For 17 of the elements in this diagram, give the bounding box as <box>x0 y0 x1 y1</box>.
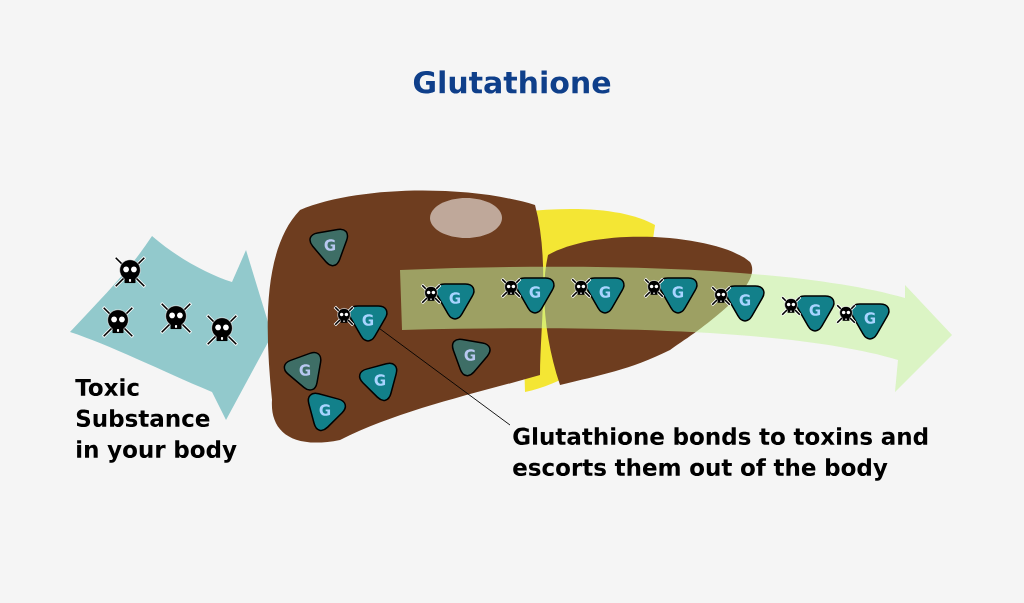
glutathione-blob: G <box>358 362 398 402</box>
glutathione-blob: G <box>309 228 349 267</box>
glutathione-blob: G <box>435 283 475 320</box>
glutathione-blob: G <box>515 277 555 314</box>
glutathione-blob: G <box>451 338 491 377</box>
glutathione-blob: G <box>585 277 625 314</box>
glutathione-blob: G <box>658 277 698 314</box>
leader-line <box>379 328 511 426</box>
glutathione-blob: G <box>348 305 388 342</box>
title: Glutathione <box>413 70 611 94</box>
glutathione-blob: G <box>307 392 347 432</box>
callout-text: Glutathione bonds to toxins and escorts them out of the body <box>513 427 928 481</box>
glutathione-blob: G <box>725 285 765 322</box>
glutathione-blob: G <box>850 303 890 340</box>
glutathione-blob: G <box>795 295 835 332</box>
toxic-substance-label: Toxic Substance in your body <box>75 378 237 463</box>
glutathione-blob: G <box>283 351 322 391</box>
